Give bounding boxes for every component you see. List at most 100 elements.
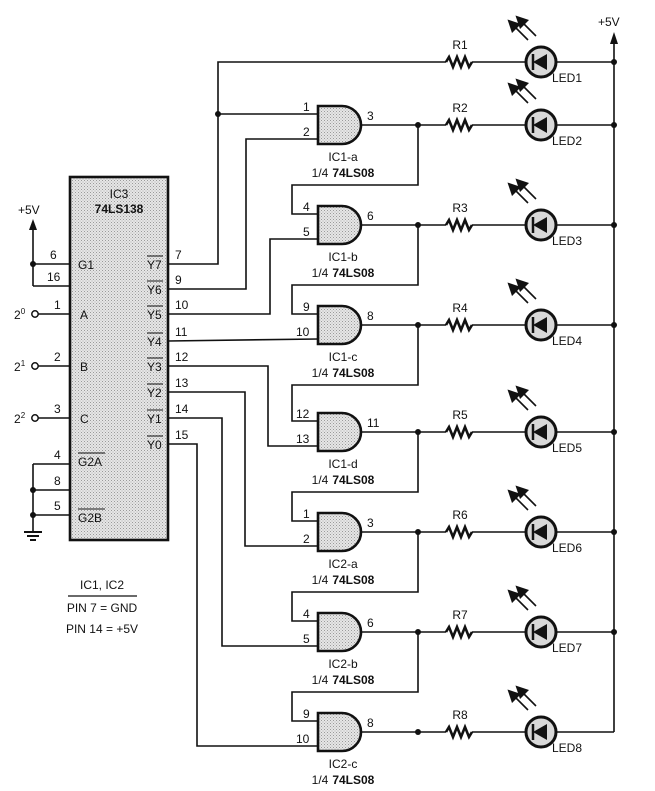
diode-icon [533,424,547,440]
label: IC1-d [328,457,357,471]
junction-dot [611,59,617,65]
resistor-r8 [444,723,474,741]
part-number: 74LS08 [332,366,374,380]
g1-supply-label: +5V [18,203,40,217]
label: 10 [296,325,310,339]
junction-dot [611,322,617,328]
y0-wire [168,443,318,747]
pin-num-5: 5 [54,499,61,513]
label: 9 [303,300,310,314]
input-weight-c: 22 [14,411,26,426]
junction-dot [30,261,36,267]
label: IC1-c [329,350,358,364]
y5-wire [168,238,318,315]
label: 5 [303,632,310,646]
label: 6 [367,209,374,223]
resistor-r5 [444,423,474,441]
label: LED1 [552,71,582,85]
cascade-wire [291,225,419,315]
note-heading: IC1, IC2 [80,578,124,592]
diode-icon [533,117,547,133]
part-number: 74LS08 [332,166,374,180]
part-number: 74LS08 [332,773,374,787]
light-arrow-icon [507,19,529,41]
label: LED6 [552,541,582,555]
label: 4 [303,607,310,621]
diode-icon [533,217,547,233]
label: 2 [303,532,310,546]
y4-wire [167,338,319,342]
and-gate-ic2-a [316,511,363,553]
diode-icon [533,54,547,70]
label: 11 [175,325,188,339]
junction-dot [611,529,617,535]
pin-num-6: 6 [50,248,57,262]
label: IC2-a [328,557,358,571]
light-arrow-icon [515,685,537,707]
g1-supply: +5V 6 16 [18,203,70,287]
supply-arrow-icon [29,219,37,230]
output-label-y3: Y3 [147,360,162,374]
input-terminal-c[interactable] [31,414,39,422]
light-arrow-icon [507,282,529,304]
pin-label-a: A [80,308,88,322]
label: 5 [303,225,310,239]
label: R2 [452,101,468,115]
and-gate-ic1-b [316,204,363,246]
resistor-r6 [444,523,474,541]
label: LED8 [552,741,582,755]
label: 3 [367,109,374,123]
light-arrow-icon [515,278,537,300]
junction-dot [611,122,617,128]
part-fraction: 1/4 [312,366,329,380]
input-weight-b: 21 [14,359,26,374]
light-arrow-icon [515,485,537,507]
label: IC2-b [328,657,358,671]
input-terminal-a[interactable] [31,310,39,318]
output-label-y1: Y1 [147,412,162,426]
label: 14 [175,402,189,416]
label: R3 [452,201,468,215]
light-arrow-icon [507,182,529,204]
cascade-wire [291,325,419,422]
light-arrow-icon [507,689,529,711]
part-number: 74LS08 [332,266,374,280]
input-weight-a: 20 [14,307,26,322]
label: LED5 [552,441,582,455]
label: 4 [303,200,310,214]
output-label-y6: Y6 [147,283,162,297]
output-label-y4: Y4 [147,335,162,349]
ground-icon [24,531,42,541]
output-label-y7: Y7 [147,258,162,272]
diode-icon [533,624,547,640]
pin-note: IC1, IC2 PIN 7 = GND PIN 14 = +5V [66,578,138,636]
resistor-r7 [444,623,474,641]
output-label-y0: Y0 [147,438,162,452]
pin-num-4: 4 [54,448,61,462]
input-terminal-b[interactable] [31,362,39,370]
label: 15 [175,428,189,442]
pin-label-g1: G1 [78,258,94,272]
label: 13 [296,432,310,446]
label: LED7 [552,641,582,655]
part-fraction: 1/4 [312,166,329,180]
y3-wire [168,365,318,447]
light-arrow-icon [515,178,537,200]
resistor-r3 [444,216,474,234]
label: IC1-b [328,250,358,264]
pin-label-g2b: G2B [78,511,102,525]
part-fraction: 1/4 [312,573,329,587]
label: 9 [303,707,310,721]
junction-dot [30,487,36,493]
cascade-wire [291,125,419,215]
pin-num-16: 16 [47,270,61,284]
junction-dot [30,512,36,518]
pin-label-b: B [80,360,88,374]
resistor-r4 [444,316,474,334]
decoder-ic3: IC3 74LS138 G1 G2A G2B A B C Y7Y6Y5Y4Y3Y… [68,175,170,542]
